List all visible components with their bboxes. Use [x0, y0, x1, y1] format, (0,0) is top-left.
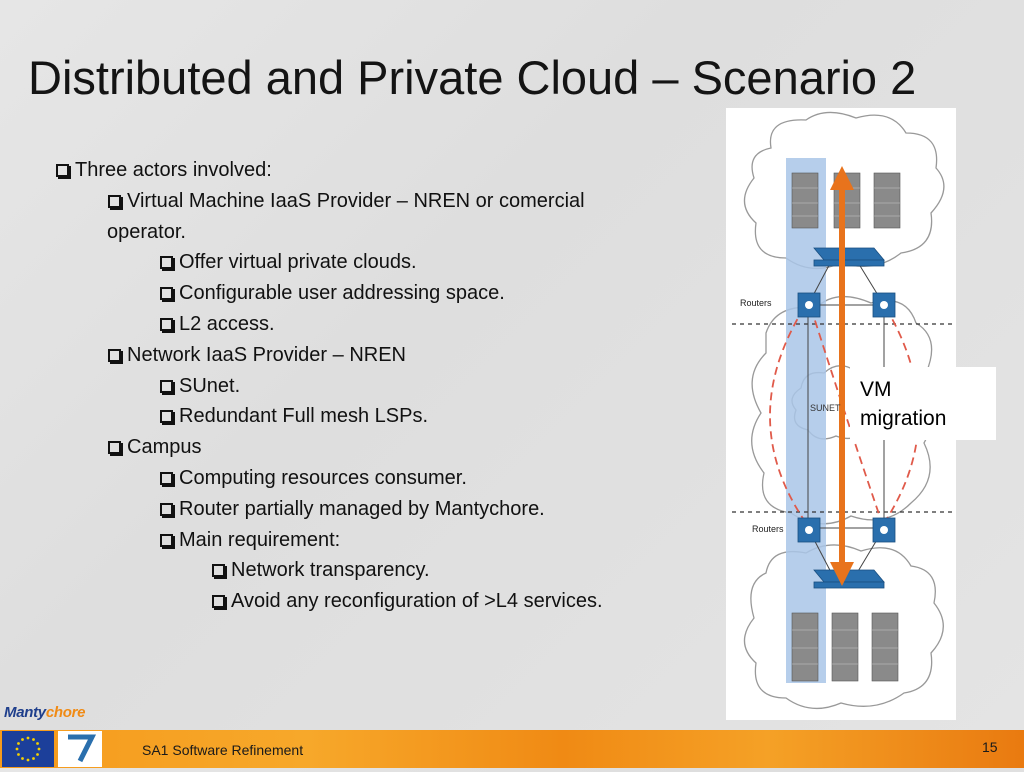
bullet-text: Avoid any reconfiguration of >L4 service… — [231, 590, 603, 613]
middle-cloud — [751, 296, 936, 525]
bullet-item: Avoid any reconfiguration of >L4 service… — [212, 586, 603, 616]
checkbox-bullet-icon — [108, 194, 121, 208]
vm-label-line2: migration — [860, 407, 947, 430]
bullet-item: SUnet. — [160, 371, 240, 401]
bullet-item: Virtual Machine IaaS Provider – NREN or … — [108, 186, 585, 216]
mantychore-logo: Mantychore — [4, 704, 86, 721]
server-rack — [871, 612, 899, 682]
bullet-text: operator. — [107, 220, 186, 243]
bullet-item: Router partially managed by Mantychore. — [160, 494, 545, 524]
bullet-item: Network IaaS Provider – NREN — [108, 340, 406, 370]
logo-part-1: Manty — [4, 704, 46, 721]
lsp-path-right — [885, 307, 920, 521]
bullet-item: Campus — [108, 432, 201, 462]
checkbox-bullet-icon — [160, 410, 173, 424]
bullet-text: Redundant Full mesh LSPs. — [179, 405, 429, 428]
bullet-item: Computing resources consumer. — [160, 463, 467, 493]
highlight-column — [786, 158, 826, 683]
bullet-item: Offer virtual private clouds. — [160, 247, 417, 277]
lsp-path-left — [769, 307, 805, 521]
vm-label-line1: VM — [860, 378, 892, 401]
bullet-item: Three actors involved: — [56, 155, 272, 185]
bullet-text: Main requirement: — [179, 528, 341, 551]
bullet-text: SUnet. — [179, 374, 241, 397]
checkbox-bullet-icon — [212, 564, 225, 578]
server-rack — [831, 612, 859, 682]
bullet-item: Redundant Full mesh LSPs. — [160, 401, 428, 431]
server-rack — [791, 612, 819, 682]
top-cloud — [743, 111, 945, 270]
footer-text: SA1 Software Refinement — [142, 742, 304, 758]
footer-bar — [0, 730, 1024, 768]
network-diagram: Routers Routers SUNET — [726, 108, 956, 720]
checkbox-bullet-icon — [108, 441, 121, 455]
server-rack — [873, 172, 901, 229]
routers-label-top: Routers — [740, 298, 772, 308]
bullet-text: L2 access. — [179, 313, 275, 335]
bullet-text: Router partially managed by Mantychore. — [179, 497, 545, 520]
checkbox-bullet-icon — [160, 472, 173, 485]
bullet-text: Campus — [127, 436, 202, 459]
bottom-cloud — [743, 544, 944, 710]
checkbox-bullet-icon — [160, 502, 173, 516]
bullet-text: Three actors involved: — [75, 159, 272, 181]
arrow-head-up — [830, 166, 854, 190]
checkbox-bullet-icon — [160, 287, 173, 301]
fp7-logo-icon — [58, 731, 102, 767]
switch-top — [813, 247, 885, 261]
bullet-text: Virtual Machine IaaS Provider – NREN or … — [127, 189, 585, 212]
logo-part-2: chore — [45, 704, 86, 721]
bullet-text: Network transparency. — [231, 559, 430, 582]
bullet-item: Network transparency. — [212, 555, 430, 585]
bullet-text: Computing resources consumer. — [179, 467, 467, 489]
checkbox-bullet-icon — [160, 256, 173, 270]
bullet-text: Offer virtual private clouds. — [179, 251, 417, 274]
diagram-svg: Routers Routers SUNET — [732, 111, 952, 710]
checkbox-bullet-icon — [160, 318, 173, 331]
server-rack — [791, 172, 819, 229]
vm-migration-label: VM migration — [850, 367, 996, 440]
checkbox-bullet-icon — [160, 379, 173, 393]
checkbox-bullet-icon — [212, 595, 225, 609]
page-number: 15 — [982, 739, 998, 755]
arrow-head-down — [830, 562, 854, 586]
routers-label-bottom: Routers — [752, 524, 784, 534]
bullet-item: operator. — [107, 217, 186, 247]
checkbox-bullet-icon — [56, 164, 69, 177]
slide-title: Distributed and Private Cloud – Scenario… — [28, 51, 917, 104]
bullet-text: Configurable user addressing space. — [179, 282, 505, 305]
bullet-item: Main requirement: — [160, 525, 340, 555]
bullet-item: Configurable user addressing space. — [160, 278, 505, 308]
checkbox-bullet-icon — [160, 533, 173, 547]
bullet-item: L2 access. — [160, 309, 275, 339]
bullet-text: Network IaaS Provider – NREN — [127, 343, 406, 366]
checkbox-bullet-icon — [108, 348, 121, 362]
network-label: SUNET — [810, 403, 841, 413]
eu-flag-icon — [2, 731, 54, 767]
lsp-path-cross-1 — [810, 307, 882, 521]
